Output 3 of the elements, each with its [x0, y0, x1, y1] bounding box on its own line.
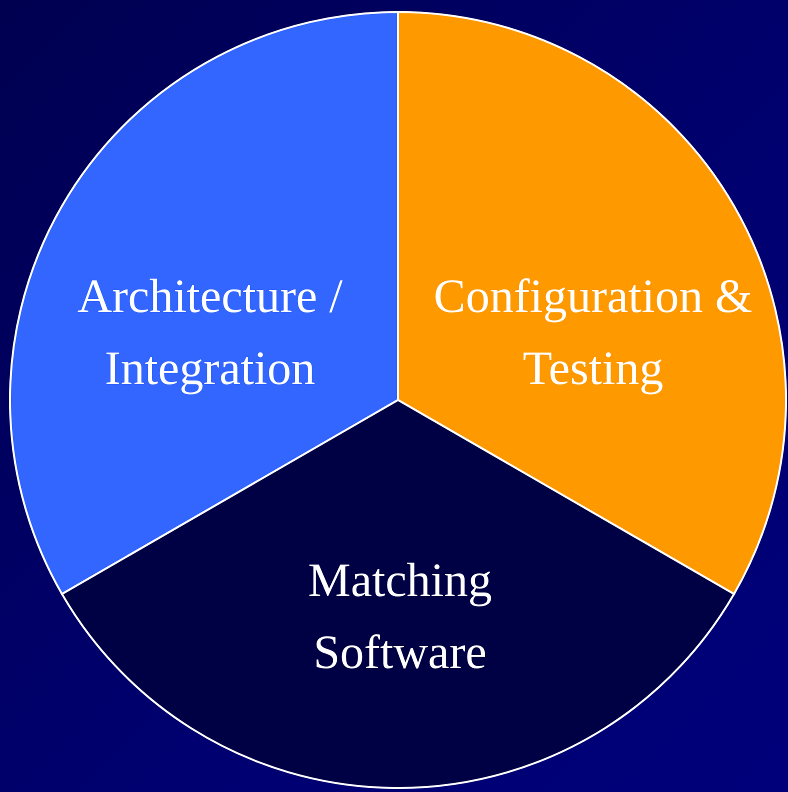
- sector-label: Matching Software: [307, 553, 493, 681]
- sector-label: Configuration & Testing: [432, 269, 754, 397]
- sector-label: Architecture / Integration: [76, 269, 344, 397]
